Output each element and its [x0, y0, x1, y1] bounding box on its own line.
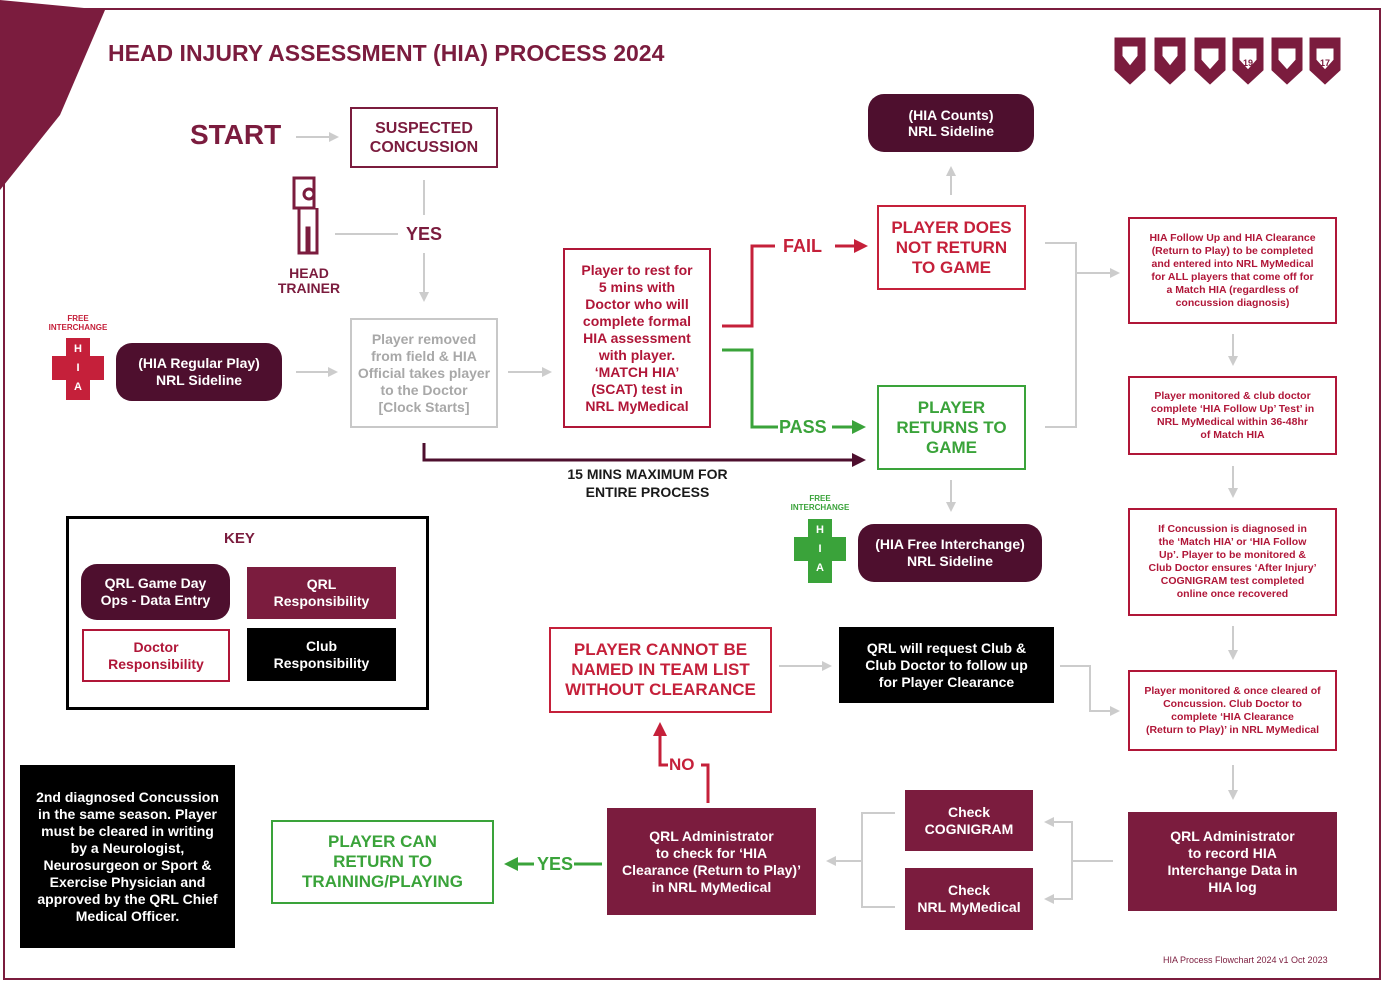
qrl-record-box: QRL Administrator to record HIA Intercha… — [1128, 812, 1337, 911]
second-concussion-box: 2nd diagnosed Concussion in the same sea… — [20, 765, 235, 948]
key-ops: QRL Game Day Ops - Data Entry — [81, 564, 230, 620]
frame-border — [3, 8, 1381, 980]
head-trainer-label: HEAD TRAINER — [277, 265, 341, 296]
free-interchange-left-label: FREE INTERCHANGE — [48, 314, 108, 332]
key-doctor: Doctor Responsibility — [82, 629, 230, 682]
svg-text:A: A — [74, 381, 82, 393]
fifteen-mins-label: 15 MINS MAXIMUM FOR ENTIRE PROCESS — [567, 466, 728, 500]
hia-red-cross-icon: H I A — [52, 338, 104, 400]
rest-assessment-box: Player to rest for 5 mins with Doctor wh… — [563, 248, 711, 428]
page-title: HEAD INJURY ASSESSMENT (HIA) PROCESS 202… — [108, 40, 665, 66]
qrl-request-box: QRL will request Club & Club Doctor to f… — [839, 627, 1054, 703]
footer-version: HIA Process Flowchart 2024 v1 Oct 2023 — [1163, 955, 1328, 965]
key-club: Club Responsibility — [247, 628, 396, 681]
suspected-concussion-box: SUSPECTED CONCUSSION — [350, 107, 498, 168]
svg-text:A: A — [816, 562, 824, 574]
qrl-check-box: QRL Administrator to check for ‘HIA Clea… — [607, 808, 816, 915]
head-trainer-icon — [292, 176, 319, 255]
hia-regular-play-box: (HIA Regular Play) NRL Sideline — [116, 343, 282, 401]
no-label: NO — [669, 755, 695, 774]
shield-icon — [1114, 37, 1146, 85]
frame-top-border — [3, 8, 1381, 10]
free-interchange-right-label: FREE INTERCHANGE — [790, 494, 850, 512]
hia-counts-box: (HIA Counts) NRL Sideline — [868, 94, 1034, 152]
follow-up-test-box: Player monitored & club doctor complete … — [1128, 376, 1337, 455]
cannot-name-box: PLAYER CANNOT BE NAMED IN TEAM LIST WITH… — [549, 627, 772, 713]
hia-green-cross-icon: H I A — [794, 519, 846, 583]
shield-icon — [1194, 37, 1226, 85]
yes-top-label: YES — [406, 224, 443, 244]
not-return-box: PLAYER DOES NOT RETURN TO GAME — [877, 205, 1026, 290]
returns-to-game-box: PLAYER RETURNS TO GAME — [877, 385, 1026, 470]
svg-text:I: I — [818, 543, 821, 555]
shield-icon — [1309, 37, 1341, 85]
shield-icon — [1271, 37, 1303, 85]
svg-text:I: I — [76, 362, 79, 374]
svg-text:H: H — [816, 524, 824, 536]
logo-label-17: 17 — [1320, 58, 1330, 68]
yes-bottom-label: YES — [537, 854, 574, 874]
check-cognigram-box: Check COGNIGRAM — [905, 790, 1033, 851]
pass-label: PASS — [779, 417, 827, 437]
corner-decoration — [0, 0, 105, 190]
follow-up-clearance-box: HIA Follow Up and HIA Clearance (Return … — [1128, 217, 1337, 324]
shield-icon — [1232, 37, 1264, 85]
concussion-diagnosed-box: If Concussion is diagnosed in the ‘Match… — [1128, 508, 1337, 616]
can-return-box: PLAYER CAN RETURN TO TRAINING/PLAYING — [271, 820, 494, 904]
svg-text:H: H — [74, 343, 82, 355]
start-label: START — [190, 119, 282, 150]
clearance-complete-box: Player monitored & once cleared of Concu… — [1128, 670, 1337, 751]
shield-icon — [1154, 37, 1186, 85]
hia-free-interchange-box: (HIA Free Interchange) NRL Sideline — [858, 524, 1042, 582]
logo-label-19: 19 — [1243, 58, 1253, 68]
key-qrl: QRL Responsibility — [247, 567, 396, 619]
club-logos: 19 17 — [1114, 37, 1341, 85]
player-removed-box: Player removed from field & HIA Official… — [350, 318, 498, 428]
fail-label: FAIL — [783, 236, 822, 256]
key-title: KEY — [224, 530, 255, 547]
check-nrl-mymedical-box: Check NRL MyMedical — [905, 868, 1033, 930]
